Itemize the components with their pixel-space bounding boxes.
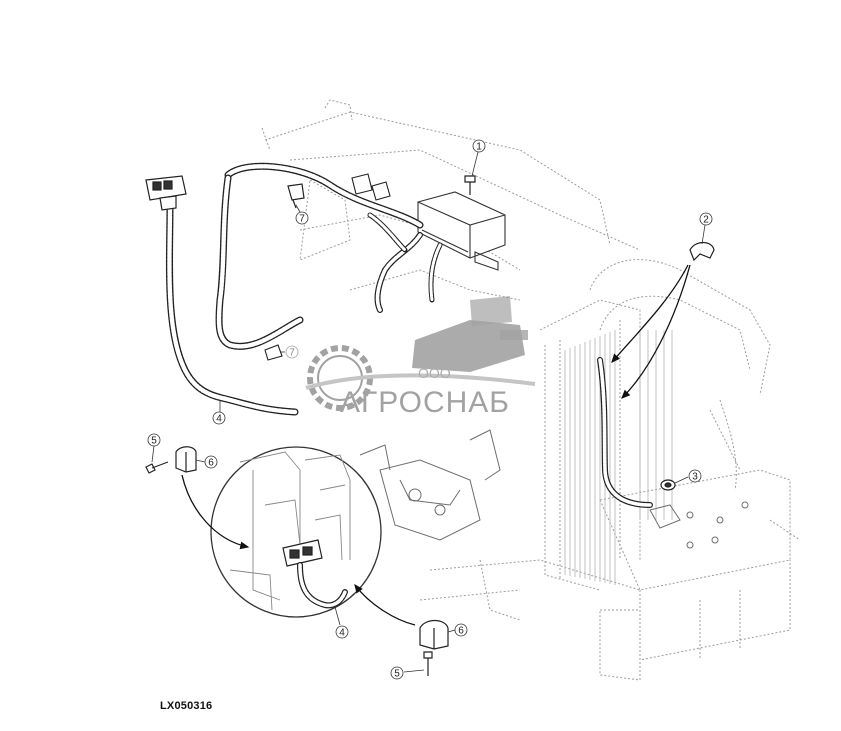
radiator-harness bbox=[597, 357, 653, 508]
callout-5-upper: 5 bbox=[147, 433, 161, 447]
callout-1: 1 bbox=[472, 139, 486, 153]
leader-lines bbox=[151, 151, 706, 673]
svg-text:1: 1 bbox=[476, 142, 482, 153]
callout-2: 2 bbox=[699, 212, 713, 226]
svg-text:5: 5 bbox=[394, 669, 400, 680]
clamp-6-lower bbox=[419, 619, 449, 650]
svg-text:3: 3 bbox=[692, 472, 698, 483]
watermark-logo: ООО АГРОСНАБ bbox=[302, 296, 542, 420]
fuse-box bbox=[417, 191, 506, 271]
tractor-icon bbox=[412, 296, 528, 372]
callout-5-lower: 5 bbox=[390, 666, 404, 680]
clamp-6-upper bbox=[175, 446, 197, 473]
callout-4-inset: 4 bbox=[335, 625, 349, 639]
figure-id: LX050316 bbox=[160, 700, 213, 712]
svg-text:4: 4 bbox=[216, 414, 222, 425]
engine-components bbox=[359, 429, 749, 549]
svg-text:7: 7 bbox=[299, 214, 305, 225]
callout-labels: 1 2 3 4 4 5 5 6 bbox=[147, 139, 713, 680]
callout-7-upper: 7 bbox=[295, 211, 309, 225]
callout-7-lower: 7 bbox=[285, 345, 299, 359]
inset-connector bbox=[282, 539, 323, 567]
svg-text:4: 4 bbox=[339, 628, 345, 639]
svg-text:6: 6 bbox=[458, 626, 464, 637]
clip-lower bbox=[264, 344, 283, 361]
callout-arrows bbox=[181, 264, 691, 626]
callout-6-upper: 6 bbox=[204, 455, 218, 469]
callout-3: 3 bbox=[688, 469, 702, 483]
callout-6-lower: 6 bbox=[454, 623, 468, 637]
harness-connectors bbox=[351, 173, 391, 201]
svg-text:6: 6 bbox=[208, 458, 214, 469]
bolt-5-lower bbox=[423, 651, 433, 676]
sensor-connector-left bbox=[145, 175, 187, 211]
grommet bbox=[660, 479, 676, 491]
radiator-grille bbox=[564, 330, 673, 585]
clamp-2 bbox=[689, 241, 715, 262]
svg-text:ООО: ООО bbox=[418, 365, 451, 381]
clip-upper bbox=[287, 183, 305, 209]
svg-text:АГРОСНАБ: АГРОСНАБ bbox=[340, 386, 510, 419]
callout-4-upper: 4 bbox=[212, 411, 226, 425]
bolt-5-upper bbox=[145, 461, 169, 474]
main-harness bbox=[215, 162, 443, 350]
detail-inset bbox=[210, 446, 382, 618]
svg-text:5: 5 bbox=[151, 436, 157, 447]
sensor-harness-left bbox=[165, 201, 299, 416]
bolt-1 bbox=[464, 175, 476, 195]
svg-text:7: 7 bbox=[289, 348, 295, 359]
svg-text:2: 2 bbox=[703, 215, 709, 226]
